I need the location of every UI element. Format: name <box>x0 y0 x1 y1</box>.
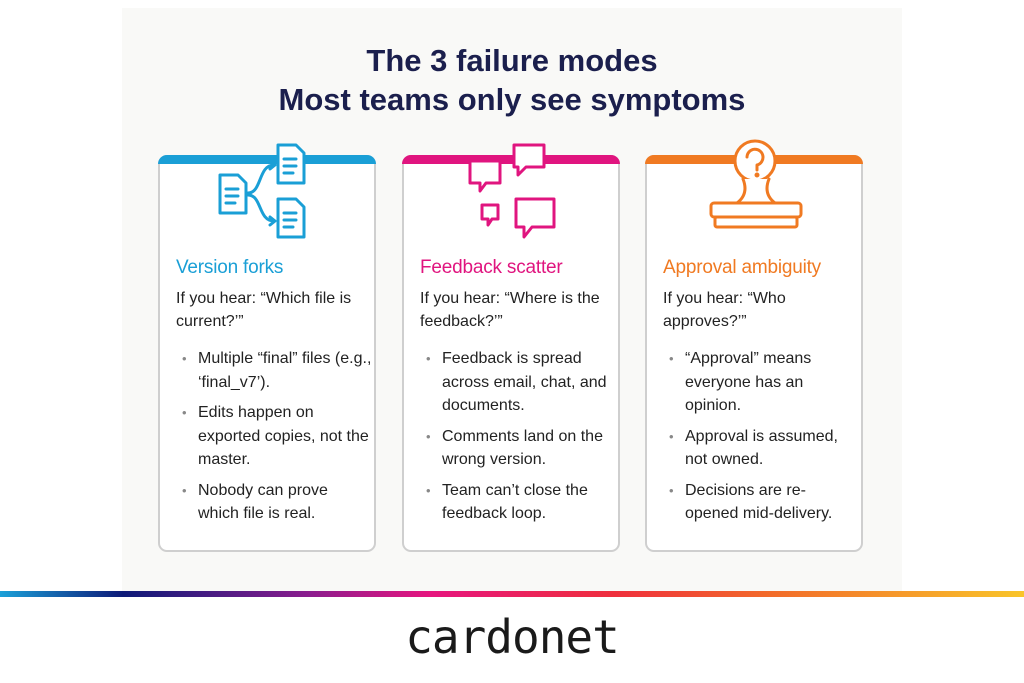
list-item: Comments land on the wrong version. <box>420 425 616 472</box>
card-feedback-scatter: Feedback scatter If you hear: “Where is … <box>402 143 620 552</box>
list-item: “Approval” means everyone has an opinion… <box>663 347 859 418</box>
card-quote: If you hear: “Which file is current?’” <box>176 290 352 330</box>
card-accent-bar <box>402 155 620 164</box>
bullet-list: Feedback is spread across email, chat, a… <box>420 347 616 533</box>
card-heading: Approval ambiguity <box>663 257 821 278</box>
bullet-list: Multiple “final” files (e.g., ‘final_v7’… <box>176 347 372 533</box>
chat-bubbles-icon <box>404 137 618 247</box>
card-accent-bar <box>158 155 376 164</box>
list-item: Team can’t close the feedback loop. <box>420 479 616 526</box>
list-item: Nobody can prove which file is real. <box>176 479 372 526</box>
card-heading: Feedback scatter <box>420 257 563 278</box>
approval-stamp-question-icon <box>647 137 861 247</box>
list-item: Edits happen on exported copies, not the… <box>176 401 372 472</box>
page-subtitle: Most teams only see symptoms <box>278 82 746 117</box>
card-version-forks: Version forks If you hear: “Which file i… <box>158 143 376 552</box>
card-quote: If you hear: “Where is the feedback?’” <box>420 290 600 330</box>
brand-logo: cardonet <box>405 610 620 664</box>
list-item: Multiple “final” files (e.g., ‘final_v7’… <box>176 347 372 394</box>
list-item: Decisions are re-opened mid-delivery. <box>663 479 859 526</box>
card-heading: Version forks <box>176 257 284 278</box>
document-fork-icon <box>160 137 374 247</box>
list-item: Approval is assumed, not owned. <box>663 425 859 472</box>
card-quote: If you hear: “Who approves?’” <box>663 290 786 330</box>
page-title: The 3 failure modes <box>366 43 658 78</box>
gradient-divider <box>0 591 1024 597</box>
card-approval-ambiguity: Approval ambiguity If you hear: “Who app… <box>645 139 863 552</box>
list-item: Feedback is spread across email, chat, a… <box>420 347 616 418</box>
bullet-list: “Approval” means everyone has an opinion… <box>663 347 859 533</box>
